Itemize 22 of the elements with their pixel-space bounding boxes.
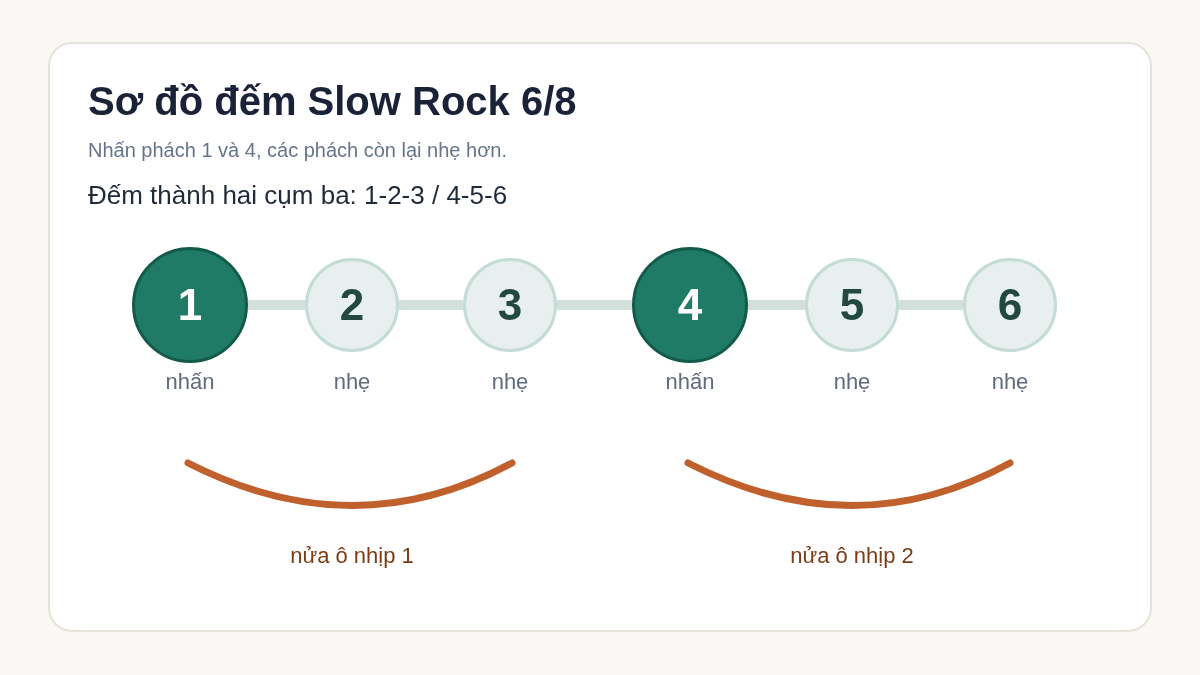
beat-label: nhẹ bbox=[990, 368, 1030, 396]
beat-number: 3 bbox=[497, 281, 523, 329]
beat-number: 2 bbox=[339, 281, 365, 329]
connector-bar bbox=[399, 300, 463, 310]
beat-label: nhẹ bbox=[832, 368, 872, 396]
connector-bar bbox=[248, 300, 305, 310]
count-note: Đếm thành hai cụm ba: 1-2-3 / 4-5-6 bbox=[88, 179, 508, 211]
title: Sơ đồ đếm Slow Rock 6/8 bbox=[88, 78, 577, 125]
beat-label: nhấn bbox=[664, 368, 716, 396]
beat-label: nhẹ bbox=[490, 368, 530, 396]
beat-number: 4 bbox=[677, 281, 703, 329]
beat-number: 5 bbox=[839, 281, 865, 329]
bracket-label: nửa ô nhịp 1 bbox=[289, 542, 415, 570]
beat-number: 6 bbox=[997, 281, 1023, 329]
subtitle: Nhấn phách 1 và 4, các phách còn lại nhẹ hơn. bbox=[88, 138, 507, 162]
connector-bar bbox=[899, 300, 963, 310]
connector-bar bbox=[557, 300, 632, 310]
beat-label: nhẹ bbox=[332, 368, 372, 396]
connector-bar bbox=[748, 300, 805, 310]
bracket-label: nửa ô nhịp 2 bbox=[789, 542, 915, 570]
beat-number: 1 bbox=[177, 281, 203, 329]
beat-label: nhấn bbox=[164, 368, 216, 396]
